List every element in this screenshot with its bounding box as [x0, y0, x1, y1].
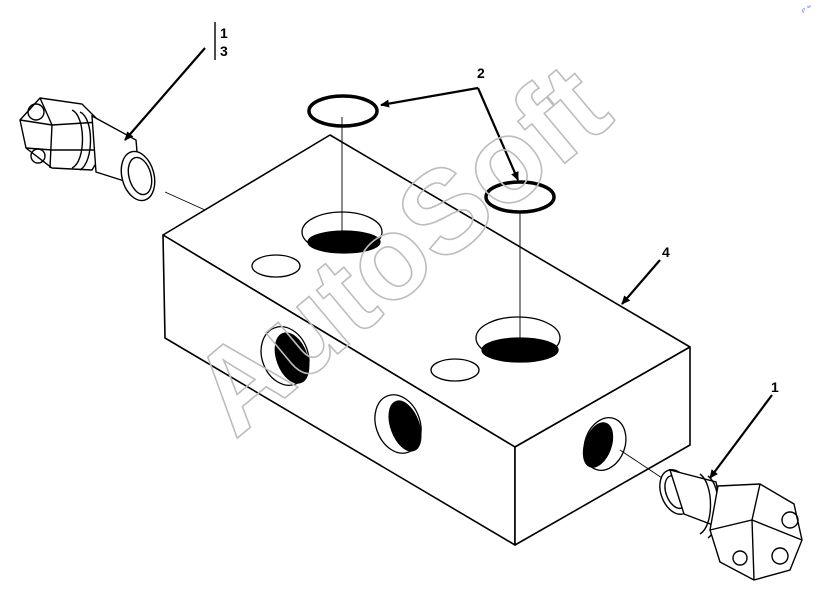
callout-1-upper: 1 [220, 25, 228, 41]
lower-fitting [659, 469, 803, 581]
mounting-hole-left [251, 254, 301, 278]
callout-3: 3 [220, 43, 228, 59]
callout-4: 4 [662, 244, 670, 260]
centerlines [164, 117, 666, 481]
o-ring-upper [307, 94, 379, 128]
corner-mark: ℘ ≈ [800, 3, 813, 14]
mounting-hole-right [430, 358, 480, 382]
o-ring-lower [484, 180, 556, 214]
callout-2: 2 [477, 65, 485, 81]
o-rings [307, 94, 556, 214]
callout-1-lower: 1 [771, 379, 779, 395]
leader-lines [124, 22, 773, 479]
upper-fitting [19, 97, 156, 202]
side-face-ports [260, 326, 627, 471]
top-face-holes [251, 211, 561, 382]
